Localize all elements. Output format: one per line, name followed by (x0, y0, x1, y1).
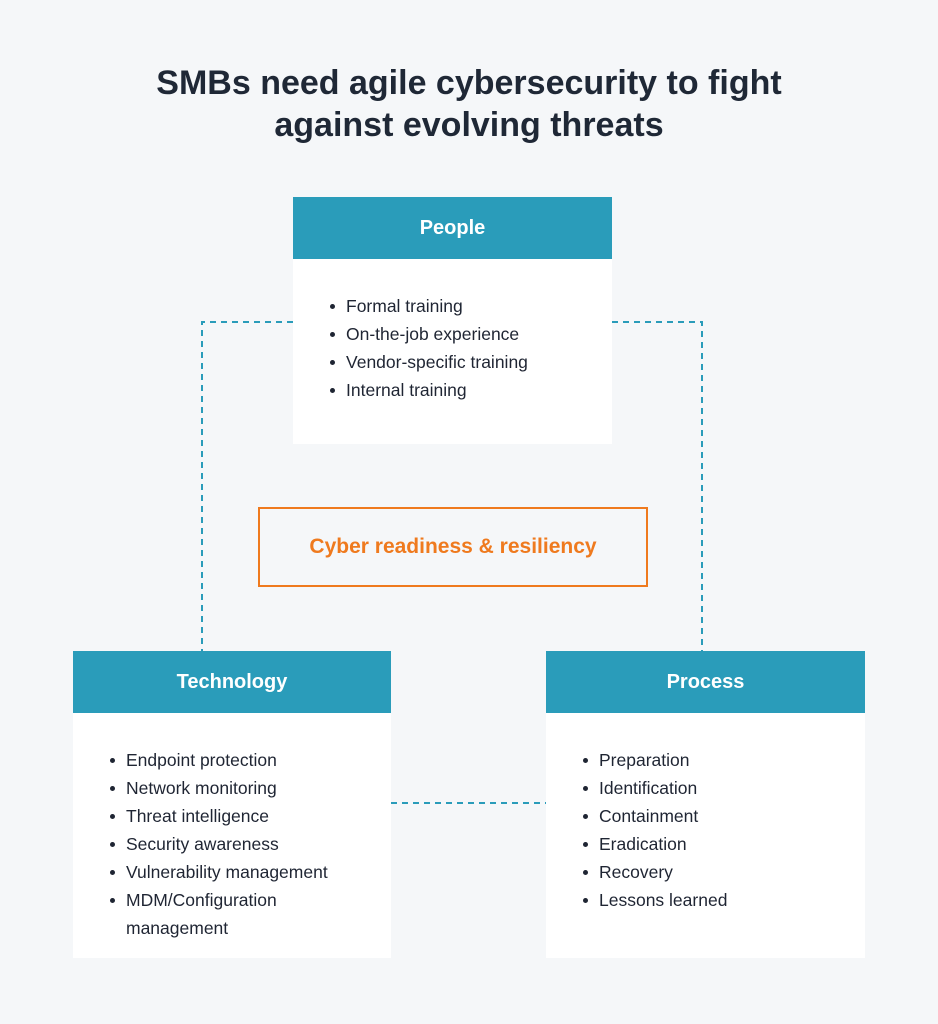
list-item: On-the-job experience (326, 320, 612, 348)
people-card: People Formal training On-the-job experi… (293, 197, 612, 444)
diagram-title: SMBs need agile cybersecurity to fight a… (0, 62, 938, 146)
list-item: Formal training (326, 292, 612, 320)
technology-card: Technology Endpoint protection Network m… (73, 651, 391, 958)
list-item: Network monitoring (106, 774, 391, 802)
process-list: Preparation Identification Containment E… (546, 713, 865, 914)
list-item: Recovery (579, 858, 865, 886)
list-item: Internal training (326, 376, 612, 404)
list-item: Containment (579, 802, 865, 830)
list-item: Vendor-specific training (326, 348, 612, 376)
people-header: People (293, 197, 612, 259)
process-card: Process Preparation Identification Conta… (546, 651, 865, 958)
list-item: Threat intelligence (106, 802, 391, 830)
list-item: Preparation (579, 746, 865, 774)
list-item: MDM/Configuration management (106, 886, 316, 942)
connector-people-technology (201, 321, 293, 651)
title-line-2: against evolving threats (274, 106, 664, 144)
list-item: Identification (579, 774, 865, 802)
technology-header: Technology (73, 651, 391, 713)
list-item: Lessons learned (579, 886, 865, 914)
list-item: Endpoint protection (106, 746, 391, 774)
cyber-readiness-label: Cyber readiness & resiliency (309, 535, 597, 558)
list-item: Eradication (579, 830, 865, 858)
technology-list: Endpoint protection Network monitoring T… (73, 713, 391, 942)
cyber-readiness-box: Cyber readiness & resiliency (258, 507, 648, 587)
process-header: Process (546, 651, 865, 713)
list-item: Security awareness (106, 830, 391, 858)
people-list: Formal training On-the-job experience Ve… (293, 259, 612, 404)
connector-people-process (612, 321, 703, 651)
title-line-1: SMBs need agile cybersecurity to fight (156, 64, 782, 102)
list-item: Vulnerability management (106, 858, 391, 886)
